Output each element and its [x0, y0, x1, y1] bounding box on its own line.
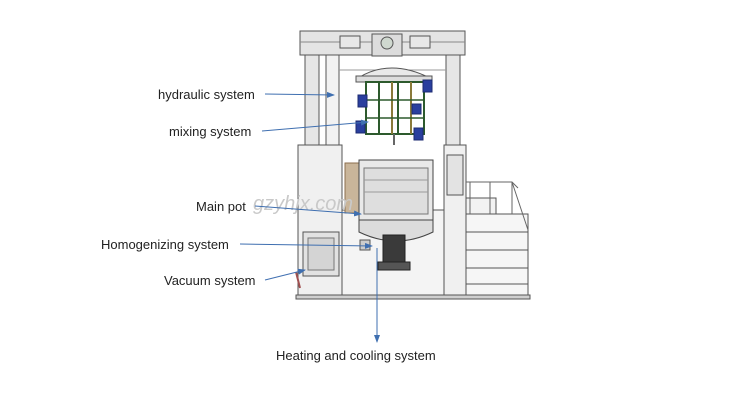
label-heating-cooling-system: Heating and cooling system	[276, 348, 436, 363]
label-mixing-system: mixing system	[169, 124, 251, 139]
watermark-text: gzyhjx.com	[253, 193, 353, 215]
leader-main-pot	[254, 205, 362, 217]
label-homogenizing-system: Homogenizing system	[101, 237, 229, 252]
main-pot	[358, 159, 434, 242]
leader-vacuum	[264, 268, 306, 281]
leader-hydraulic	[264, 91, 335, 98]
top-beam	[299, 30, 466, 57]
machine-illustration	[295, 30, 531, 300]
leader-lines	[239, 91, 380, 343]
leader-homogenizing	[239, 242, 373, 249]
label-main-pot: Main pot	[196, 199, 246, 214]
label-vacuum-system: Vacuum system	[164, 273, 256, 288]
base-left-housing	[295, 144, 343, 298]
stairs	[465, 181, 529, 298]
base-plate	[295, 294, 531, 300]
leader-mixing	[261, 119, 369, 132]
label-hydraulic-system: hydraulic system	[158, 87, 255, 102]
base-right-housing	[443, 144, 467, 298]
mixing-agitator	[355, 67, 433, 145]
